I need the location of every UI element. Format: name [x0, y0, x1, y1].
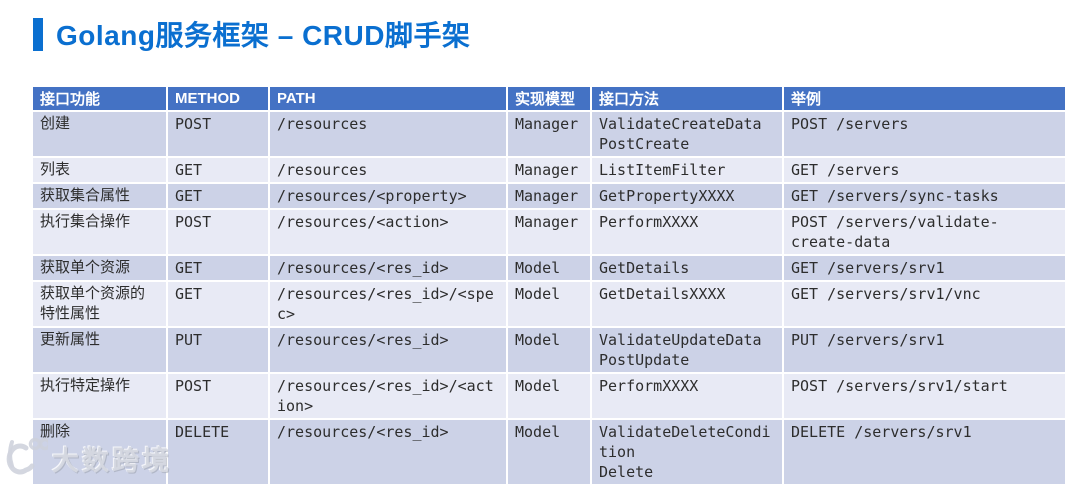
cell-path: /resources/<res_id>/<action> — [270, 374, 506, 418]
column-header-model: 实现模型 — [508, 87, 590, 110]
cell-model: Model — [508, 256, 590, 280]
cell-example: DELETE /servers/srv1 — [784, 420, 1065, 484]
cell-feature: 更新属性 — [33, 328, 166, 372]
cell-path: /resources/<property> — [270, 184, 506, 208]
table-row: 获取单个资源 GET /resources/<res_id> Model Get… — [33, 256, 1065, 280]
cell-example: POST /servers — [784, 112, 1065, 156]
cell-model: Manager — [508, 158, 590, 182]
cell-method: GET — [168, 158, 268, 182]
cell-feature: 执行特定操作 — [33, 374, 166, 418]
cell-model: Model — [508, 328, 590, 372]
table-row: 更新属性 PUT /resources/<res_id> Model Valid… — [33, 328, 1065, 372]
cell-path: /resources/<res_id> — [270, 328, 506, 372]
column-header-path: PATH — [270, 87, 506, 110]
cell-model: Model — [508, 374, 590, 418]
table-row: 列表 GET /resources Manager ListItemFilter… — [33, 158, 1065, 182]
cell-model: Manager — [508, 112, 590, 156]
column-header-example: 举例 — [784, 87, 1065, 110]
cell-feature: 创建 — [33, 112, 166, 156]
cell-model: Model — [508, 282, 590, 326]
cell-feature: 获取集合属性 — [33, 184, 166, 208]
title-accent-bar — [33, 17, 43, 51]
cell-path: /resources/<action> — [270, 210, 506, 254]
crud-table: 接口功能 METHOD PATH 实现模型 接口方法 举例 创建 POST /r… — [31, 85, 1067, 486]
cell-method: GET — [168, 184, 268, 208]
cell-api-methods: ListItemFilter — [592, 158, 782, 182]
table-row: 执行特定操作 POST /resources/<res_id>/<action>… — [33, 374, 1065, 418]
cell-model: Manager — [508, 184, 590, 208]
cell-example: GET /servers/sync-tasks — [784, 184, 1065, 208]
cell-method: POST — [168, 374, 268, 418]
cell-path: /resources — [270, 158, 506, 182]
table-row: 创建 POST /resources Manager ValidateCreat… — [33, 112, 1065, 156]
cell-example: POST /servers/srv1/start — [784, 374, 1065, 418]
cell-api-methods: GetDetails — [592, 256, 782, 280]
cell-method: PUT — [168, 328, 268, 372]
table-header-row: 接口功能 METHOD PATH 实现模型 接口方法 举例 — [33, 87, 1065, 110]
cell-api-methods: PerformXXXX — [592, 374, 782, 418]
cell-feature: 执行集合操作 — [33, 210, 166, 254]
slide-title-block: Golang服务框架 – CRUD脚手架 — [33, 14, 470, 54]
cell-example: GET /servers — [784, 158, 1065, 182]
cell-feature: 获取单个资源的特性属性 — [33, 282, 166, 326]
cell-method: DELETE — [168, 420, 268, 484]
cell-method: POST — [168, 210, 268, 254]
cell-api-methods: ValidateDeleteCondition Delete — [592, 420, 782, 484]
cell-api-methods: ValidateCreateData PostCreate — [592, 112, 782, 156]
cell-path: /resources — [270, 112, 506, 156]
cell-feature: 列表 — [33, 158, 166, 182]
table-row: 获取单个资源的特性属性 GET /resources/<res_id>/<spe… — [33, 282, 1065, 326]
cell-feature: 获取单个资源 — [33, 256, 166, 280]
cell-method: POST — [168, 112, 268, 156]
cell-model: Model — [508, 420, 590, 484]
column-header-api-methods: 接口方法 — [592, 87, 782, 110]
cell-example: PUT /servers/srv1 — [784, 328, 1065, 372]
cell-model: Manager — [508, 210, 590, 254]
cell-path: /resources/<res_id>/<spec> — [270, 282, 506, 326]
cell-api-methods: ValidateUpdateData PostUpdate — [592, 328, 782, 372]
cell-api-methods: PerformXXXX — [592, 210, 782, 254]
cell-method: GET — [168, 256, 268, 280]
page-title: Golang服务框架 – CRUD脚手架 — [56, 20, 471, 51]
cell-api-methods: GetDetailsXXXX — [592, 282, 782, 326]
table-row: 删除 DELETE /resources/<res_id> Model Vali… — [33, 420, 1065, 484]
cell-api-methods: GetPropertyXXXX — [592, 184, 782, 208]
cell-example: GET /servers/srv1/vnc — [784, 282, 1065, 326]
cell-path: /resources/<res_id> — [270, 256, 506, 280]
table-row: 执行集合操作 POST /resources/<action> Manager … — [33, 210, 1065, 254]
column-header-feature: 接口功能 — [33, 87, 166, 110]
cell-method: GET — [168, 282, 268, 326]
cell-example: POST /servers/validate-create-data — [784, 210, 1065, 254]
column-header-method: METHOD — [168, 87, 268, 110]
cell-feature: 删除 — [33, 420, 166, 484]
table-row: 获取集合属性 GET /resources/<property> Manager… — [33, 184, 1065, 208]
cell-path: /resources/<res_id> — [270, 420, 506, 484]
cell-example: GET /servers/srv1 — [784, 256, 1065, 280]
